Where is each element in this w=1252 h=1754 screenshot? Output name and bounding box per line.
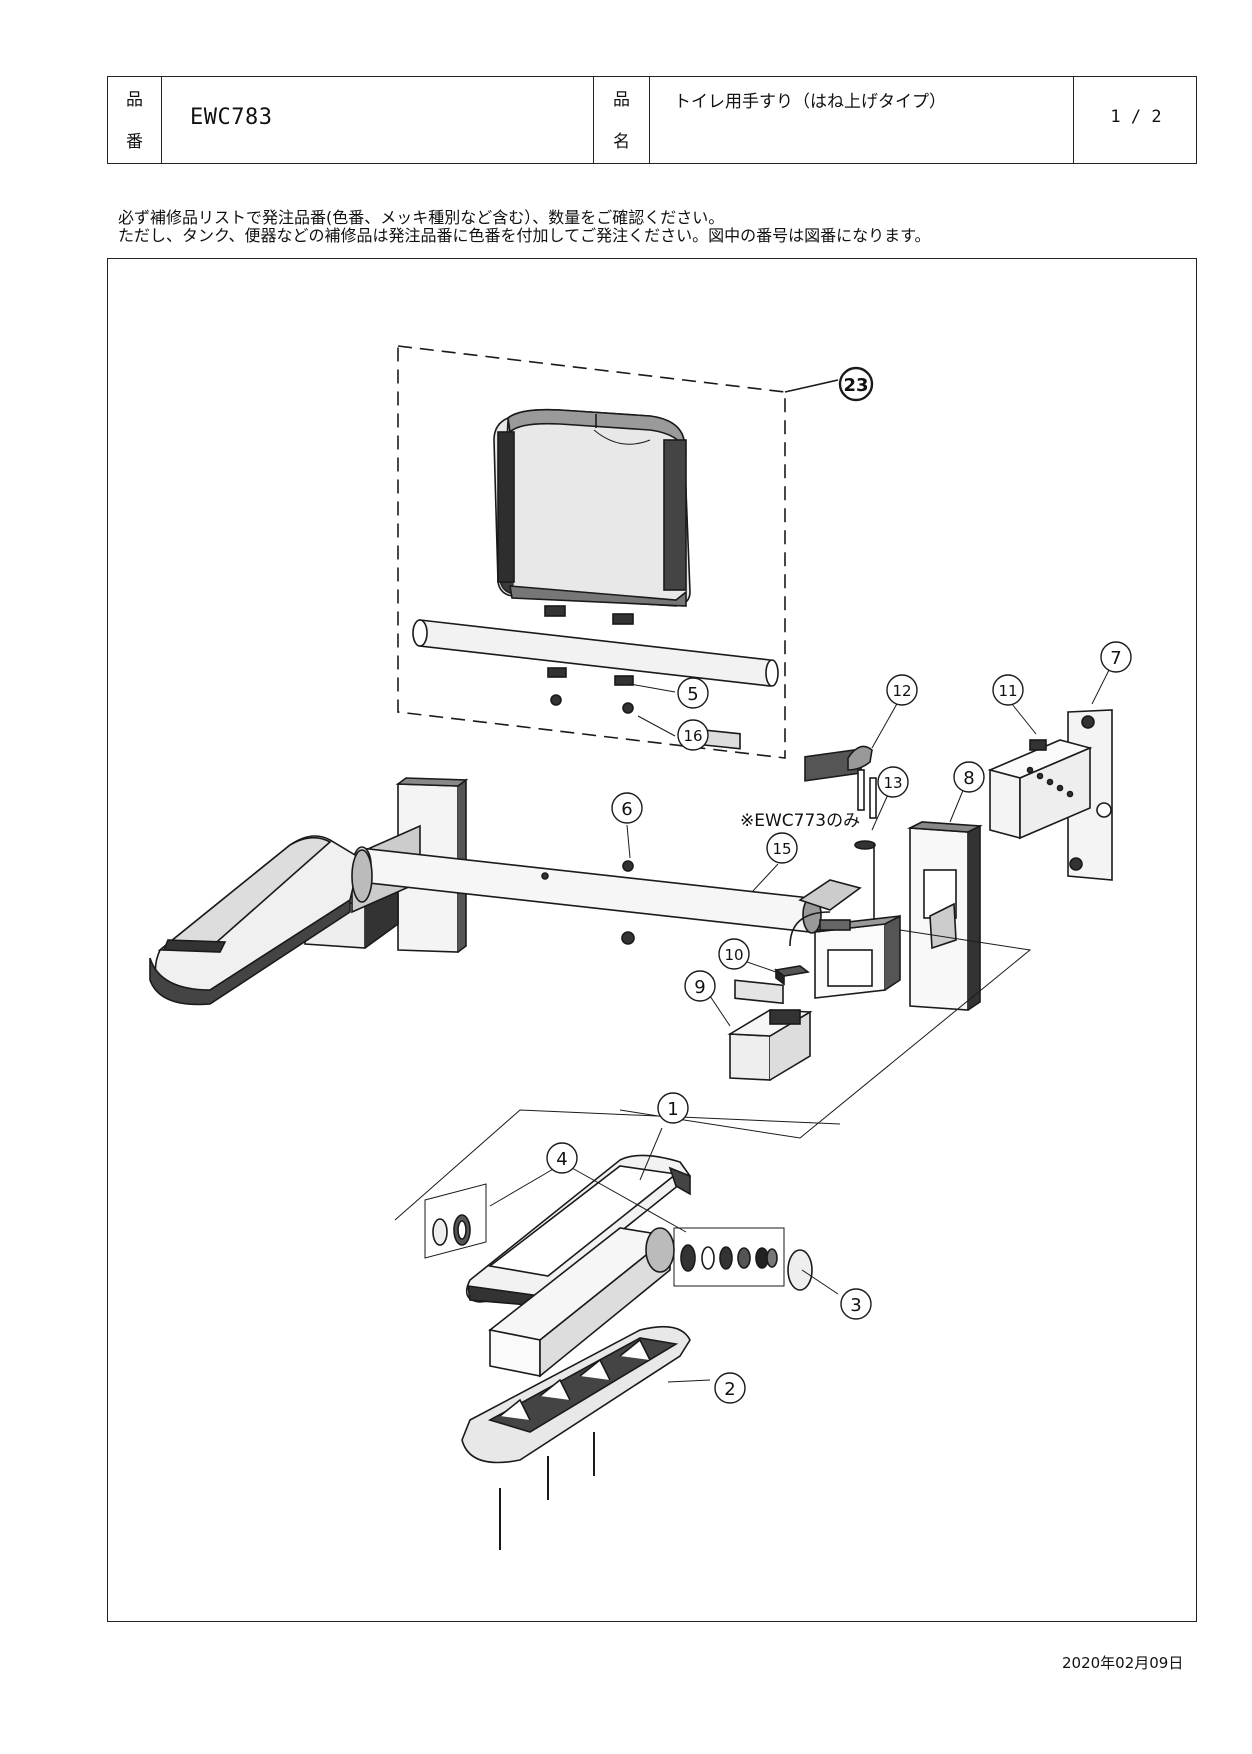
screws-12-13	[847, 745, 877, 920]
svg-text:6: 6	[621, 799, 632, 820]
part-23-dashed-box	[397, 345, 786, 759]
wall-plate-part-8	[907, 821, 983, 1011]
product-name-cell: トイレ用手すり（はね上げタイプ）	[650, 77, 1074, 163]
name-label-bottom: 名	[613, 132, 630, 152]
callout-15: 15	[766, 832, 798, 864]
header-table: 品 番 EWC783 品 名 トイレ用手すり（はね上げタイプ） 1 / 2	[107, 76, 1197, 164]
svg-text:10: 10	[724, 946, 743, 964]
notes: 必ず補修品リストで発注品番(色番、メッキ種別など含む）、数量をご確認ください。 …	[118, 209, 930, 245]
callout-leaders	[489, 667, 1111, 1383]
callout-10: 10	[718, 938, 750, 970]
part-no-label-top: 品	[126, 90, 143, 110]
svg-text:5: 5	[687, 684, 698, 705]
end-cap-part-9	[727, 1009, 813, 1081]
callout-12: 12	[886, 674, 918, 706]
callout-13: 13	[877, 766, 909, 798]
bracket-part-10	[774, 965, 810, 986]
projection-line-right	[619, 929, 1032, 1139]
arm-inner-tube	[488, 1227, 675, 1378]
svg-text:7: 7	[1110, 648, 1121, 669]
svg-text:23: 23	[843, 375, 868, 396]
end-cap-part-3	[787, 1249, 813, 1291]
backrest-cushion	[493, 408, 691, 607]
svg-text:12: 12	[892, 682, 911, 700]
name-label-cell: 品 名	[594, 77, 650, 163]
part-number: EWC783	[190, 105, 273, 130]
svg-text:11: 11	[998, 682, 1017, 700]
product-name: トイレ用手すり（はね上げタイプ）	[674, 92, 946, 112]
svg-text:16: 16	[683, 727, 702, 745]
left-folding-arm	[149, 835, 373, 1006]
callout-23: 23	[838, 366, 874, 402]
callout-5: 5	[677, 677, 709, 709]
right-hinge-bracket	[789, 748, 901, 999]
arm-lower-cover-part-2	[461, 1325, 691, 1464]
page-number: 1 / 2	[1110, 107, 1162, 127]
note-line-1: 必ず補修品リストで発注品番(色番、メッキ種別など含む）、数量をご確認ください。	[118, 208, 725, 227]
svg-text:15: 15	[772, 840, 791, 858]
diagram-frame	[107, 258, 1197, 1622]
callout-7: 7	[1100, 641, 1132, 673]
ewc773-only-note: ※EWC773のみ	[740, 811, 860, 831]
backrest-bar	[412, 605, 779, 750]
callout-3: 3	[840, 1288, 872, 1320]
mounting-screws	[499, 1432, 595, 1550]
callout-1: 1	[657, 1092, 689, 1124]
callout-6: 6	[611, 792, 643, 824]
svg-text:2: 2	[724, 1379, 735, 1400]
callout-16: 16	[677, 719, 709, 751]
arm-cover-part-1	[465, 1154, 692, 1307]
projection-line-lower	[394, 1109, 841, 1221]
main-bar	[352, 846, 822, 1005]
page-cell: 1 / 2	[1074, 77, 1198, 163]
callout-4: 4	[546, 1142, 578, 1174]
svg-text:9: 9	[694, 977, 705, 998]
washer-group-left	[424, 1183, 487, 1259]
callout-11: 11	[992, 674, 1024, 706]
svg-text:4: 4	[556, 1149, 567, 1170]
callout-9: 9	[684, 970, 716, 1002]
part-no-label-cell: 品 番	[108, 77, 162, 163]
svg-text:8: 8	[963, 768, 974, 789]
name-label-top: 品	[613, 90, 630, 110]
svg-text:13: 13	[883, 774, 902, 792]
wall-bracket-part-7	[987, 709, 1113, 881]
svg-text:3: 3	[850, 1295, 861, 1316]
leader-23	[784, 379, 839, 393]
part-no-label-bottom: 番	[126, 132, 143, 152]
note-line-2: ただし、タンク、便器などの補修品は発注品番に色番を付加してご発注ください。図中の…	[118, 226, 931, 245]
callout-2: 2	[714, 1372, 746, 1404]
svg-text:1: 1	[667, 1099, 678, 1120]
issue-date: 2020年02月09日	[1062, 1654, 1184, 1672]
washer-group-right	[673, 1227, 785, 1287]
callout-8: 8	[953, 761, 985, 793]
part-no-cell: EWC783	[162, 77, 594, 163]
